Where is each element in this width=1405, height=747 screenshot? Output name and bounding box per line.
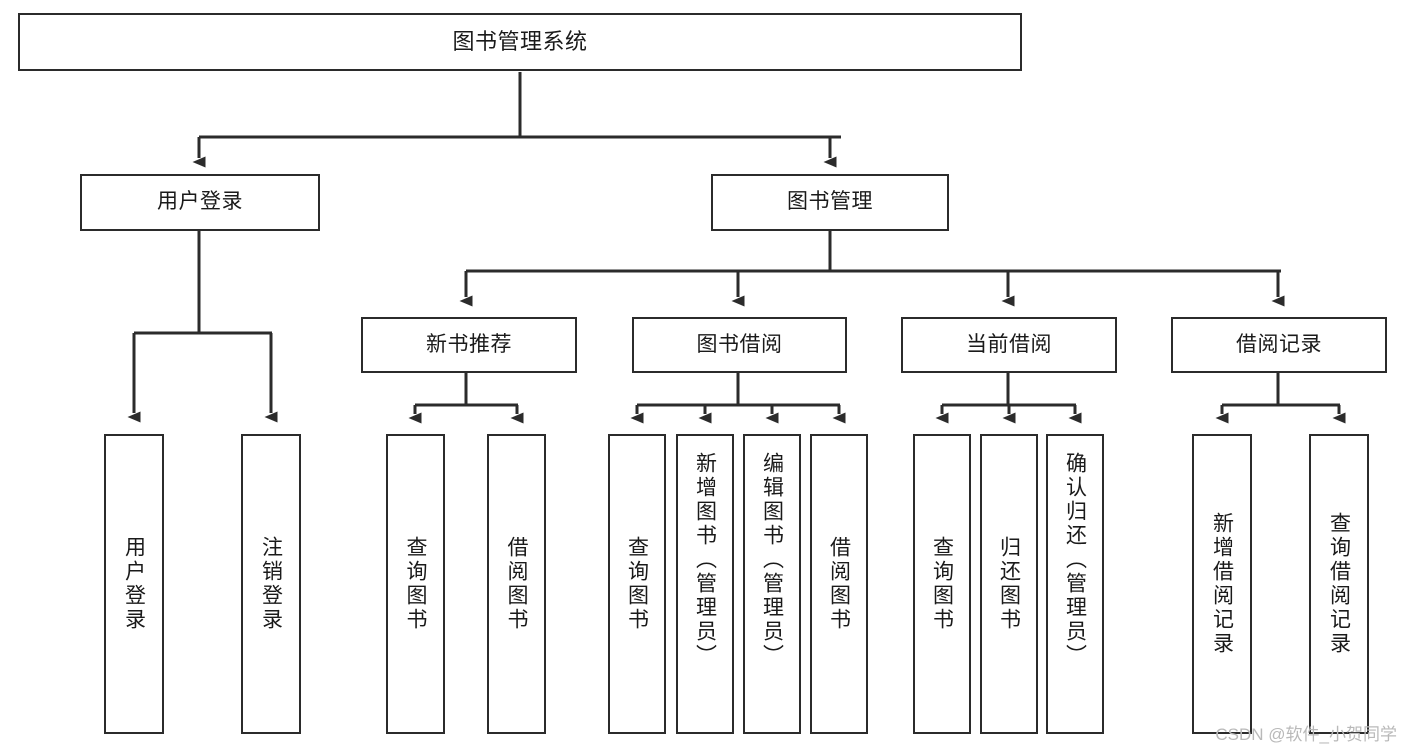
node-label: 查询图书 xyxy=(404,536,427,632)
node-label: 新增图书（管理员） xyxy=(693,452,717,668)
node-label: 图书管理 xyxy=(787,190,873,214)
leaf-borrow-book-recommendation[interactable]: 借阅图书 xyxy=(487,434,546,734)
node-label: 注销登录 xyxy=(259,536,283,632)
node-label: 当前借阅 xyxy=(966,332,1052,356)
leaf-add-book-admin[interactable]: 新增图书（管理员） xyxy=(676,434,734,734)
node-borrow-record[interactable]: 借阅记录 xyxy=(1171,317,1387,373)
node-label: 确认归还（管理员） xyxy=(1063,452,1087,668)
node-label: 图书借阅 xyxy=(696,332,783,356)
leaf-user-login[interactable]: 用户登录 xyxy=(104,434,164,734)
node-book-borrow[interactable]: 图书借阅 xyxy=(632,317,847,373)
leaf-add-borrow-record[interactable]: 新增借阅记录 xyxy=(1192,434,1252,734)
csdn-watermark: CSDN @软件_小贺同学 xyxy=(1215,725,1397,744)
node-label: 归还图书 xyxy=(997,536,1021,632)
leaf-query-borrow-record[interactable]: 查询借阅记录 xyxy=(1309,434,1369,734)
node-label: 借阅图书 xyxy=(827,536,851,632)
leaf-confirm-return-admin[interactable]: 确认归还（管理员） xyxy=(1046,434,1104,734)
node-root-book-management-system[interactable]: 图书管理系统 xyxy=(18,13,1022,71)
leaf-query-book-borrow[interactable]: 查询图书 xyxy=(608,434,666,734)
node-label: 借阅图书 xyxy=(505,536,528,632)
node-label: 新增借阅记录 xyxy=(1210,512,1234,656)
leaf-return-book[interactable]: 归还图书 xyxy=(980,434,1038,734)
node-current-borrow[interactable]: 当前借阅 xyxy=(901,317,1117,373)
leaf-query-book-recommendation[interactable]: 查询图书 xyxy=(386,434,445,734)
node-label: 查询图书 xyxy=(930,536,954,632)
leaf-query-book-current[interactable]: 查询图书 xyxy=(913,434,971,734)
node-new-book-recommendation[interactable]: 新书推荐 xyxy=(361,317,577,373)
leaf-borrow-book-borrow[interactable]: 借阅图书 xyxy=(810,434,868,734)
node-user-login[interactable]: 用户登录 xyxy=(80,174,320,231)
leaf-edit-book-admin[interactable]: 编辑图书（管理员） xyxy=(743,434,801,734)
node-label: 借阅记录 xyxy=(1236,332,1322,356)
node-label: 用户登录 xyxy=(157,190,243,214)
node-label: 编辑图书（管理员） xyxy=(760,452,784,668)
node-label: 图书管理系统 xyxy=(452,29,588,55)
node-label: 查询借阅记录 xyxy=(1327,512,1351,656)
node-label: 用户登录 xyxy=(122,536,146,632)
node-book-management[interactable]: 图书管理 xyxy=(711,174,949,231)
node-label: 查询图书 xyxy=(625,536,649,632)
leaf-logout[interactable]: 注销登录 xyxy=(241,434,301,734)
node-label: 新书推荐 xyxy=(426,332,512,356)
